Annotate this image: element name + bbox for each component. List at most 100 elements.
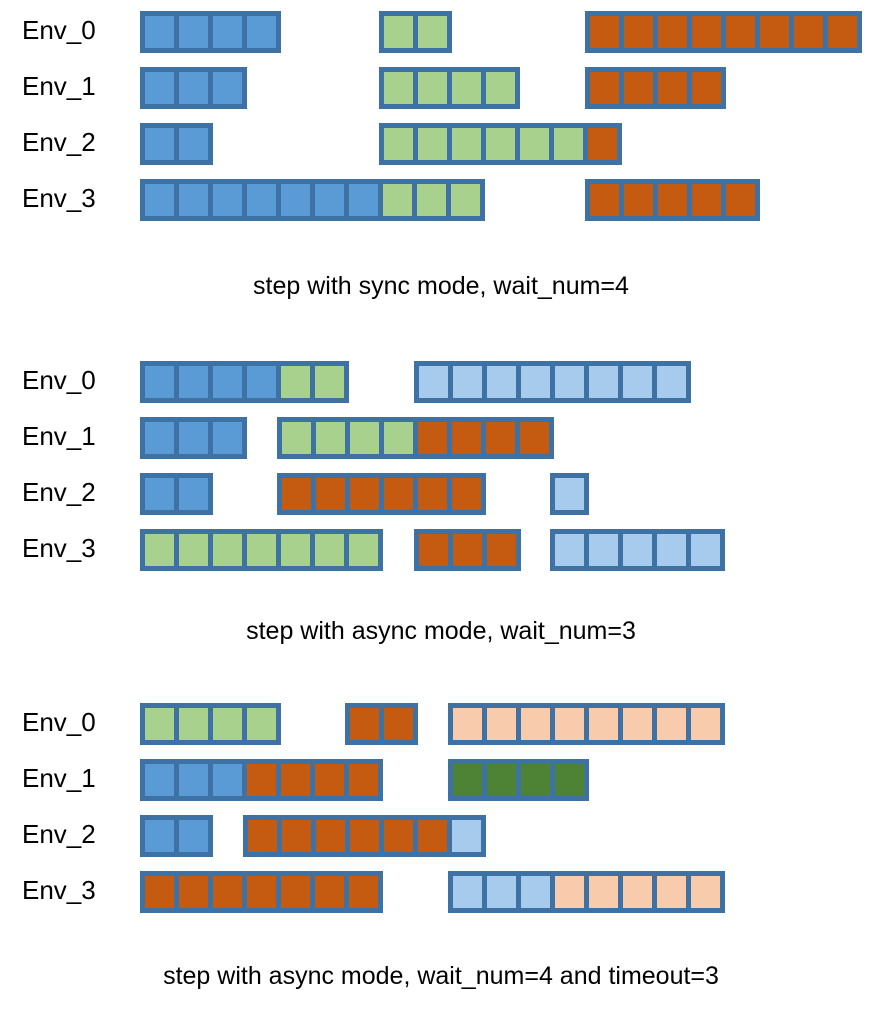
step-cell-green [553,127,584,161]
step-block-group [140,361,349,403]
step-block-group [277,417,554,459]
env-row-label: Env_3 [22,875,96,905]
step-cell-orange [691,15,722,49]
env-row-label: Env_0 [22,365,96,395]
step-cell-orange [383,819,414,853]
step-cell-blue [348,183,379,217]
step-cell-orange [587,127,618,161]
step-block-group [140,759,383,801]
step-cell-green [382,183,413,217]
step-cell-green [281,421,312,455]
step-cell-green [417,15,448,49]
step-cell-blue [144,477,175,511]
step-cell-lightblue [622,365,653,399]
step-cell-darkgreen [554,763,585,797]
step-cell-darkgreen [486,763,517,797]
step-cell-peach [690,875,721,909]
step-block-group [140,417,247,459]
step-cell-peach [622,875,653,909]
step-cell-peach [486,707,517,741]
env-row-label: Env_3 [22,533,96,563]
step-cell-orange [589,71,620,105]
step-cell-orange [485,421,516,455]
env-row: Env_0 [0,700,882,745]
step-cell-peach [588,707,619,741]
step-cell-blue [212,15,243,49]
step-block-group [140,123,213,165]
step-cell-orange [452,533,483,567]
step-cell-orange [418,533,449,567]
step-cell-green [246,533,277,567]
step-block-group [550,529,725,571]
step-cell-orange [280,875,311,909]
step-block-group [140,529,383,571]
step-cell-orange [623,71,654,105]
step-cell-green [280,533,311,567]
step-block-group [585,67,726,109]
step-cell-green [383,71,414,105]
step-cell-orange [793,15,824,49]
step-cell-green [416,183,447,217]
step-cell-lightblue [452,365,483,399]
step-cell-blue [178,71,209,105]
step-cell-blue [178,183,209,217]
step-cell-lightblue [451,819,482,853]
step-cell-orange [417,421,448,455]
step-cell-lightblue [520,365,551,399]
env-row: Env_0 [0,8,882,53]
step-cell-lightblue [452,875,483,909]
step-cell-peach [554,707,585,741]
step-cell-green [314,365,345,399]
step-cell-peach [656,875,687,909]
step-cell-orange [348,875,379,909]
step-cell-blue [212,71,243,105]
step-cell-orange [349,819,380,853]
step-cell-orange [519,421,550,455]
env-row-label: Env_3 [22,183,96,213]
step-cell-orange [246,763,277,797]
step-cell-orange [451,421,482,455]
step-cell-blue [178,763,209,797]
step-cell-orange [589,183,620,217]
step-cell-darkgreen [452,763,483,797]
env-row-label: Env_2 [22,127,96,157]
section-caption: step with async mode, wait_num=3 [246,617,636,645]
env-row: Env_2 [0,120,882,165]
step-cell-blue [246,183,277,217]
env-row-label: Env_2 [22,477,96,507]
step-cell-orange [827,15,858,49]
step-cell-green [349,421,380,455]
step-block-group [379,123,622,165]
env-row-label: Env_0 [22,707,96,737]
step-cell-lightblue [656,365,687,399]
step-block-group [140,473,213,515]
step-cell-lightblue [656,533,687,567]
step-cell-blue [246,15,277,49]
step-cell-peach [690,707,721,741]
step-cell-lightblue [588,533,619,567]
step-cell-green [178,707,209,741]
step-cell-orange [486,533,517,567]
step-cell-darkgreen [520,763,551,797]
step-cell-orange [144,875,175,909]
step-block-group [140,815,213,857]
step-cell-orange [314,875,345,909]
step-cell-peach [588,875,619,909]
step-cell-blue [178,421,209,455]
env-row: Env_3 [0,868,882,913]
step-block-group [585,11,862,53]
step-cell-green [485,71,516,105]
step-cell-orange [657,15,688,49]
step-cell-lightblue [520,875,551,909]
step-cell-orange [178,875,209,909]
step-cell-orange [725,183,756,217]
step-cell-blue [144,15,175,49]
step-cell-peach [520,707,551,741]
step-block-group [140,871,383,913]
step-cell-lightblue [486,875,517,909]
env-row-label: Env_1 [22,421,96,451]
step-cell-orange [349,707,380,741]
step-cell-green [144,707,175,741]
section-caption: step with sync mode, wait_num=4 [253,272,629,300]
step-block-group [140,11,281,53]
